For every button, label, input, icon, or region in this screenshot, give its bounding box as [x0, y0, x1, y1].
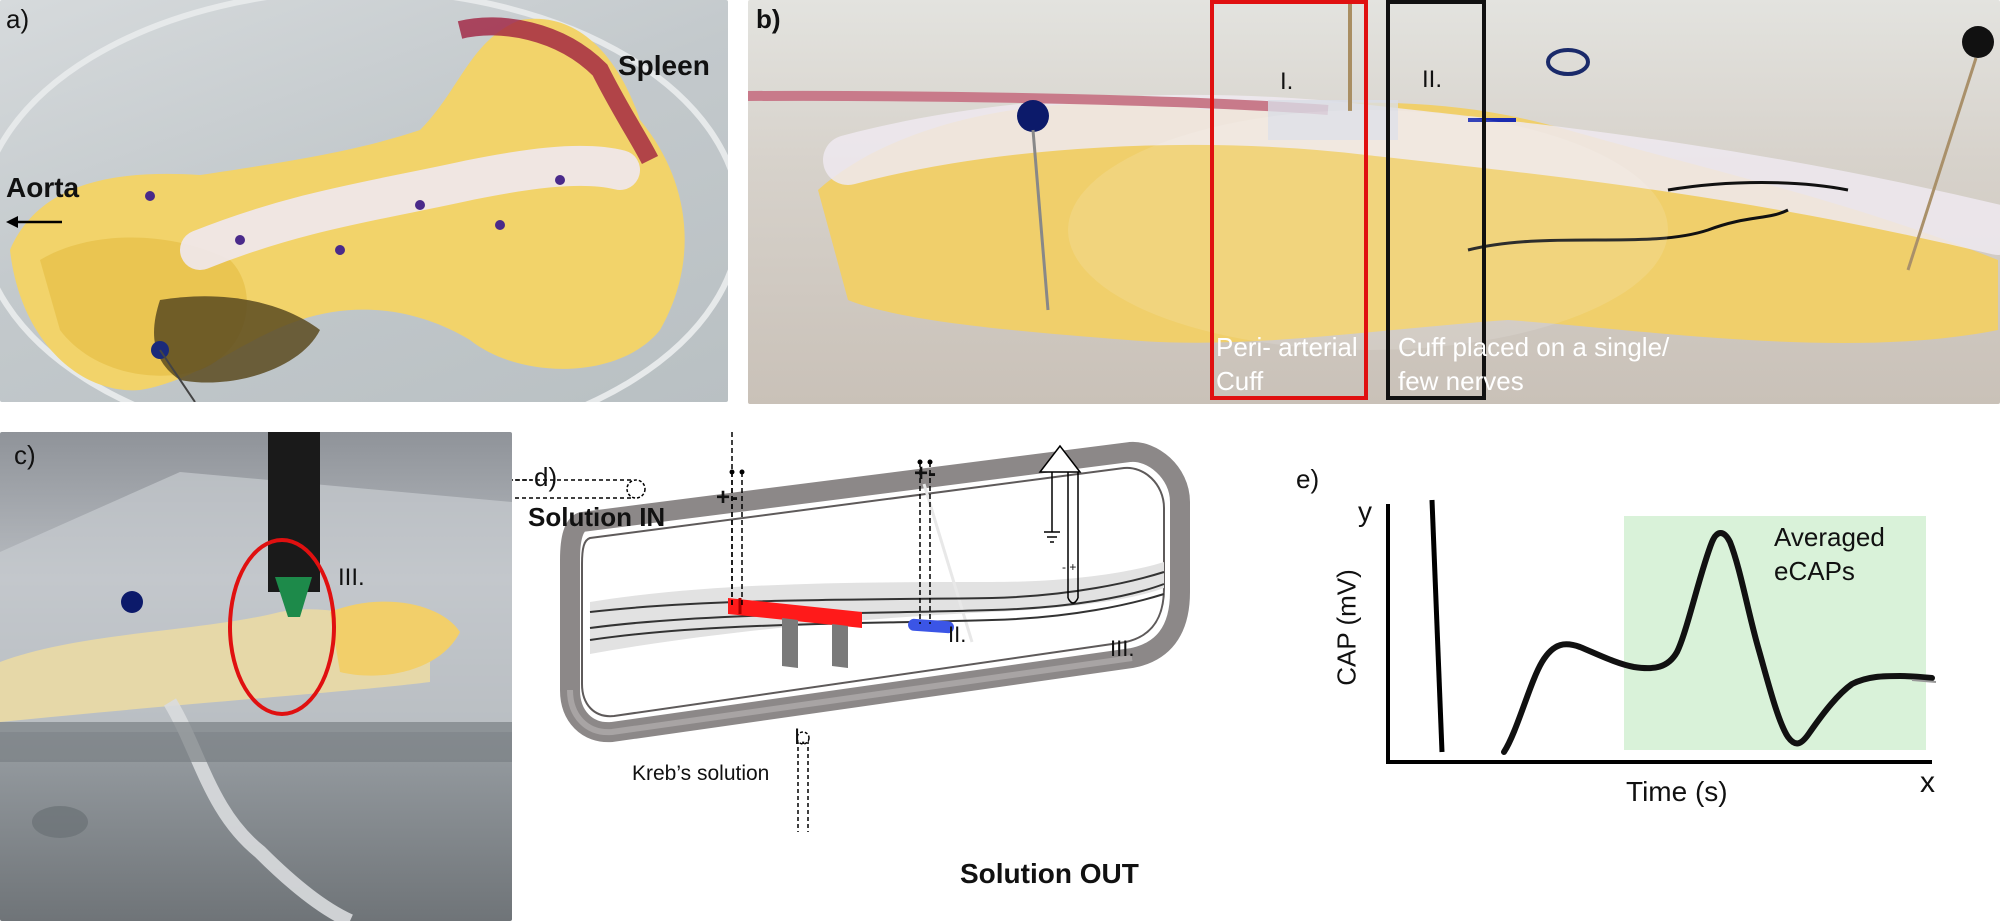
panel-a: a) Spleen Aorta — [0, 0, 728, 402]
label-roman-2: II. — [1422, 66, 1443, 93]
label-nerve-cuff-line2: few nerves — [1398, 366, 1524, 396]
label-cuff-2: II. — [948, 622, 967, 647]
photo-b-illustration — [748, 1, 2000, 350]
panel-letter-a: a) — [6, 4, 30, 34]
periarterial-cuff-red — [728, 598, 862, 628]
artery-band — [590, 562, 1164, 654]
panel-letter-c: c) — [14, 440, 36, 470]
label-aorta: Aorta — [6, 172, 80, 203]
photo-a-illustration — [0, 0, 728, 402]
label-spleen: Spleen — [618, 50, 710, 81]
panel-letter-b: b) — [756, 4, 781, 34]
recording-amplifier — [1038, 444, 1082, 473]
schematic-recording-chamber — [512, 432, 1190, 832]
panel-b: b) I. II. Peri- arterial Cuff Cuff place… — [748, 0, 2000, 404]
label-electrode-3: III. — [1110, 636, 1135, 661]
ecap-trace-plot — [1386, 499, 1937, 764]
cuff-post-1 — [782, 618, 798, 668]
label-periarterial-cuff-line1: Peri- arterial — [1216, 332, 1358, 362]
panel-d: d) Solution IN Solution OUT Kreb’s solut… — [512, 432, 1272, 921]
label-roman-1: I. — [1280, 68, 1294, 95]
panel-letter-d: d) — [534, 462, 558, 492]
highlight-box-nerve-cuff — [1386, 0, 1486, 400]
label-roman-3: III. — [338, 564, 365, 591]
axis-letter-x: x — [1920, 766, 1935, 799]
label-stim-polarity-1: +- — [716, 484, 739, 511]
label-krebs-solution: Kreb’s solution — [632, 762, 770, 785]
nerve-line-1 — [589, 571, 1165, 613]
label-amp-signs: - + — [1062, 560, 1077, 574]
ecap-waveform — [1501, 530, 1935, 755]
nerve-line-2 — [589, 583, 1165, 629]
panel-c: c) III. — [0, 432, 512, 921]
stimulus-artifact — [1429, 499, 1445, 753]
cuff-post-2 — [832, 624, 848, 668]
x-axis-label: Time (s) — [1626, 776, 1728, 807]
highlight-box-periarterial-cuff — [1210, 0, 1368, 400]
panel-letter-e: e) — [1296, 464, 1320, 494]
label-periarterial-cuff-line2: Cuff — [1216, 366, 1264, 396]
label-nerve-cuff-line1: Cuff placed on a single/ — [1398, 332, 1670, 362]
chamber-top-wall — [560, 441, 1190, 743]
y-axis-label: CAP (mV) — [1331, 569, 1362, 686]
label-cuff-1: I. — [794, 724, 807, 749]
label-stim-polarity-2: +- — [914, 460, 937, 487]
averaged-ecaps-line2: eCAPs — [1774, 556, 1855, 586]
highlight-ellipse-electrode — [228, 538, 336, 716]
label-solution-in: Solution IN — [528, 502, 666, 532]
averaged-ecaps-line1: Averaged — [1774, 522, 1885, 552]
panel-e: e) y x CAP (mV) Time (s) Averaged eCAPs — [1272, 432, 2000, 921]
label-solution-out: Solution OUT — [960, 858, 1139, 889]
axis-letter-y: y — [1358, 496, 1372, 527]
